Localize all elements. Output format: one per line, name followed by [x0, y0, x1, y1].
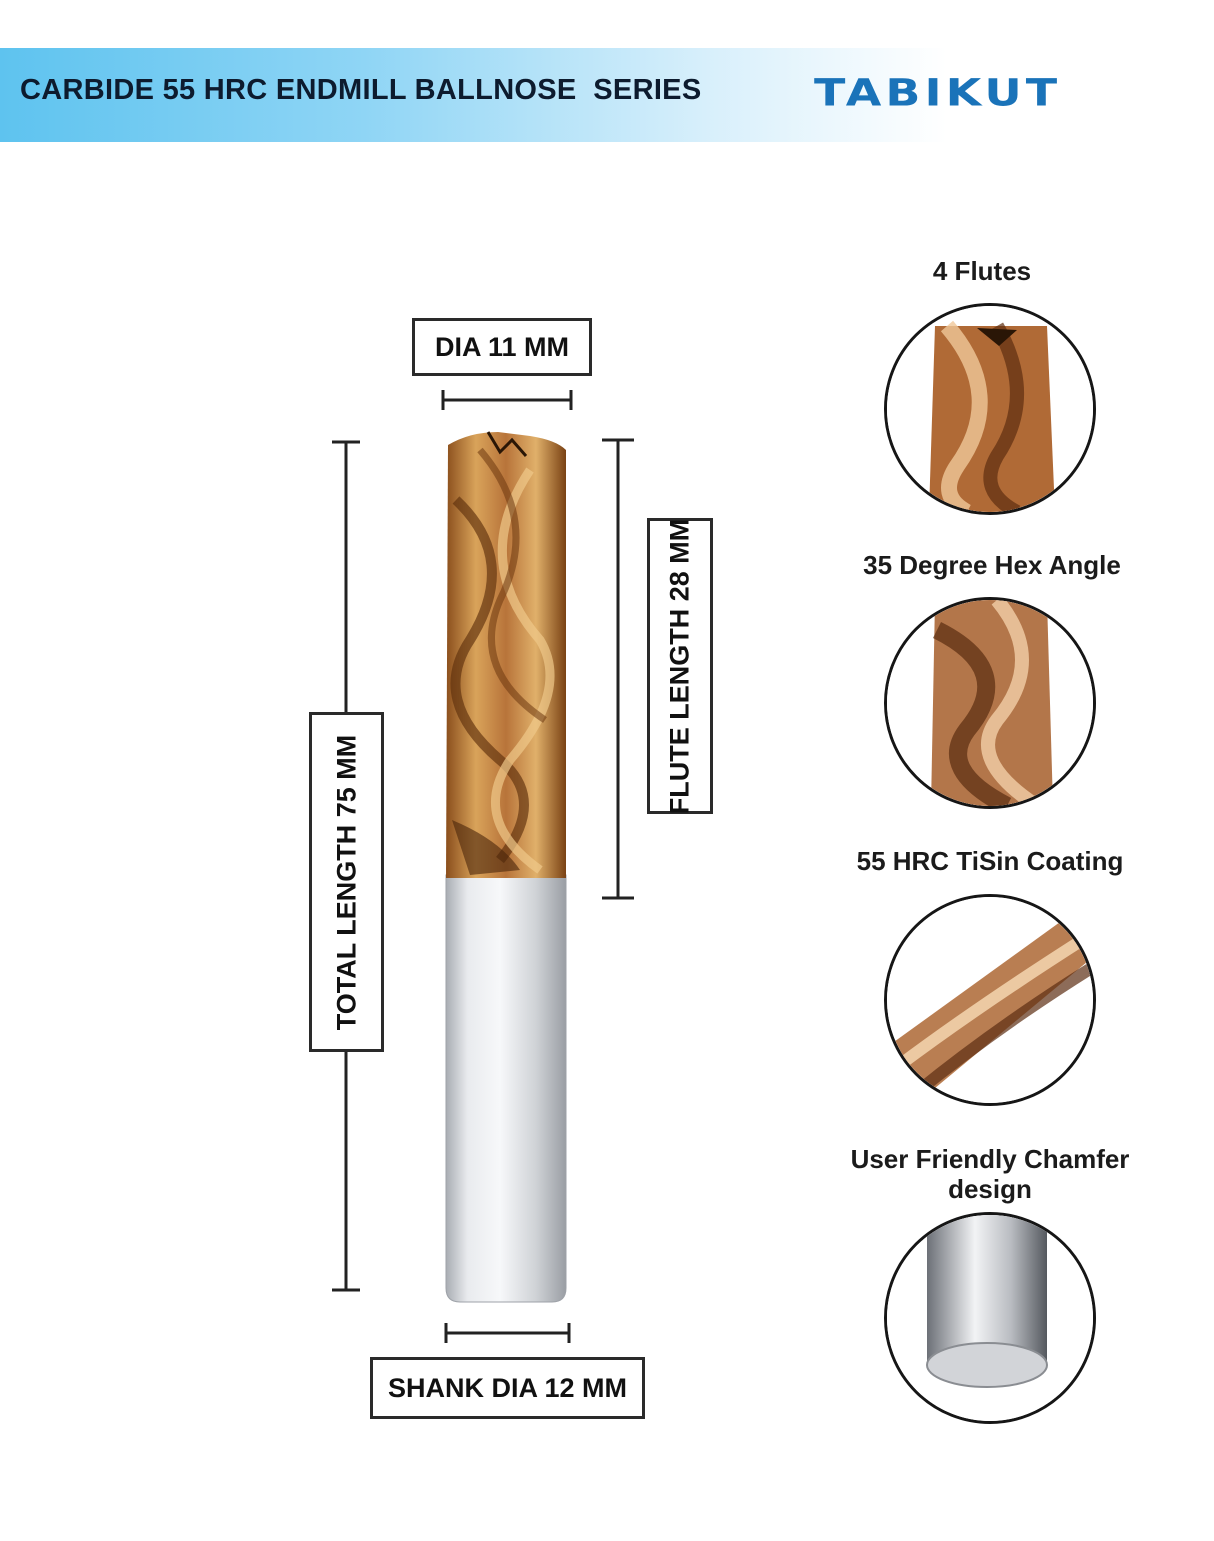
- total-length-label: TOTAL LENGTH 75 MM: [309, 712, 384, 1052]
- total-length-dimension-line: [332, 440, 360, 1292]
- feature-title-coating: 55 HRC TiSin Coating: [856, 846, 1124, 876]
- feature-title-flutes: 4 Flutes: [932, 256, 1032, 286]
- header-banner: CARBIDE 55 HRC ENDMILL BALLNOSE SERIES T…: [0, 48, 1214, 142]
- tool-shank: [445, 874, 567, 1303]
- dia-label: DIA 11 MM: [412, 318, 592, 376]
- flute-length-dimension-line: [602, 438, 634, 900]
- chamfer-shank-closeup-icon: [884, 1212, 1096, 1424]
- series-title: CARBIDE 55 HRC ENDMILL BALLNOSE SERIES: [20, 74, 702, 106]
- feature-title-helix-angle: 35 Degree Hex Angle: [863, 550, 1121, 580]
- flute-tip-closeup-icon: [884, 303, 1096, 515]
- shank-dia-dimension-line: [444, 1323, 571, 1343]
- helix-closeup-icon: [884, 597, 1096, 809]
- shank-dia-label: SHANK DIA 12 MM: [370, 1357, 645, 1419]
- coating-closeup-icon: [884, 894, 1096, 1106]
- dia-dimension-line: [441, 390, 573, 410]
- flute-length-label: FLUTE LENGTH 28 MM: [647, 518, 713, 814]
- brand-logo: TABIKUT: [814, 70, 1062, 115]
- tool-flutes: [446, 431, 566, 878]
- feature-title-chamfer: User Friendly Chamfer design: [850, 1144, 1130, 1204]
